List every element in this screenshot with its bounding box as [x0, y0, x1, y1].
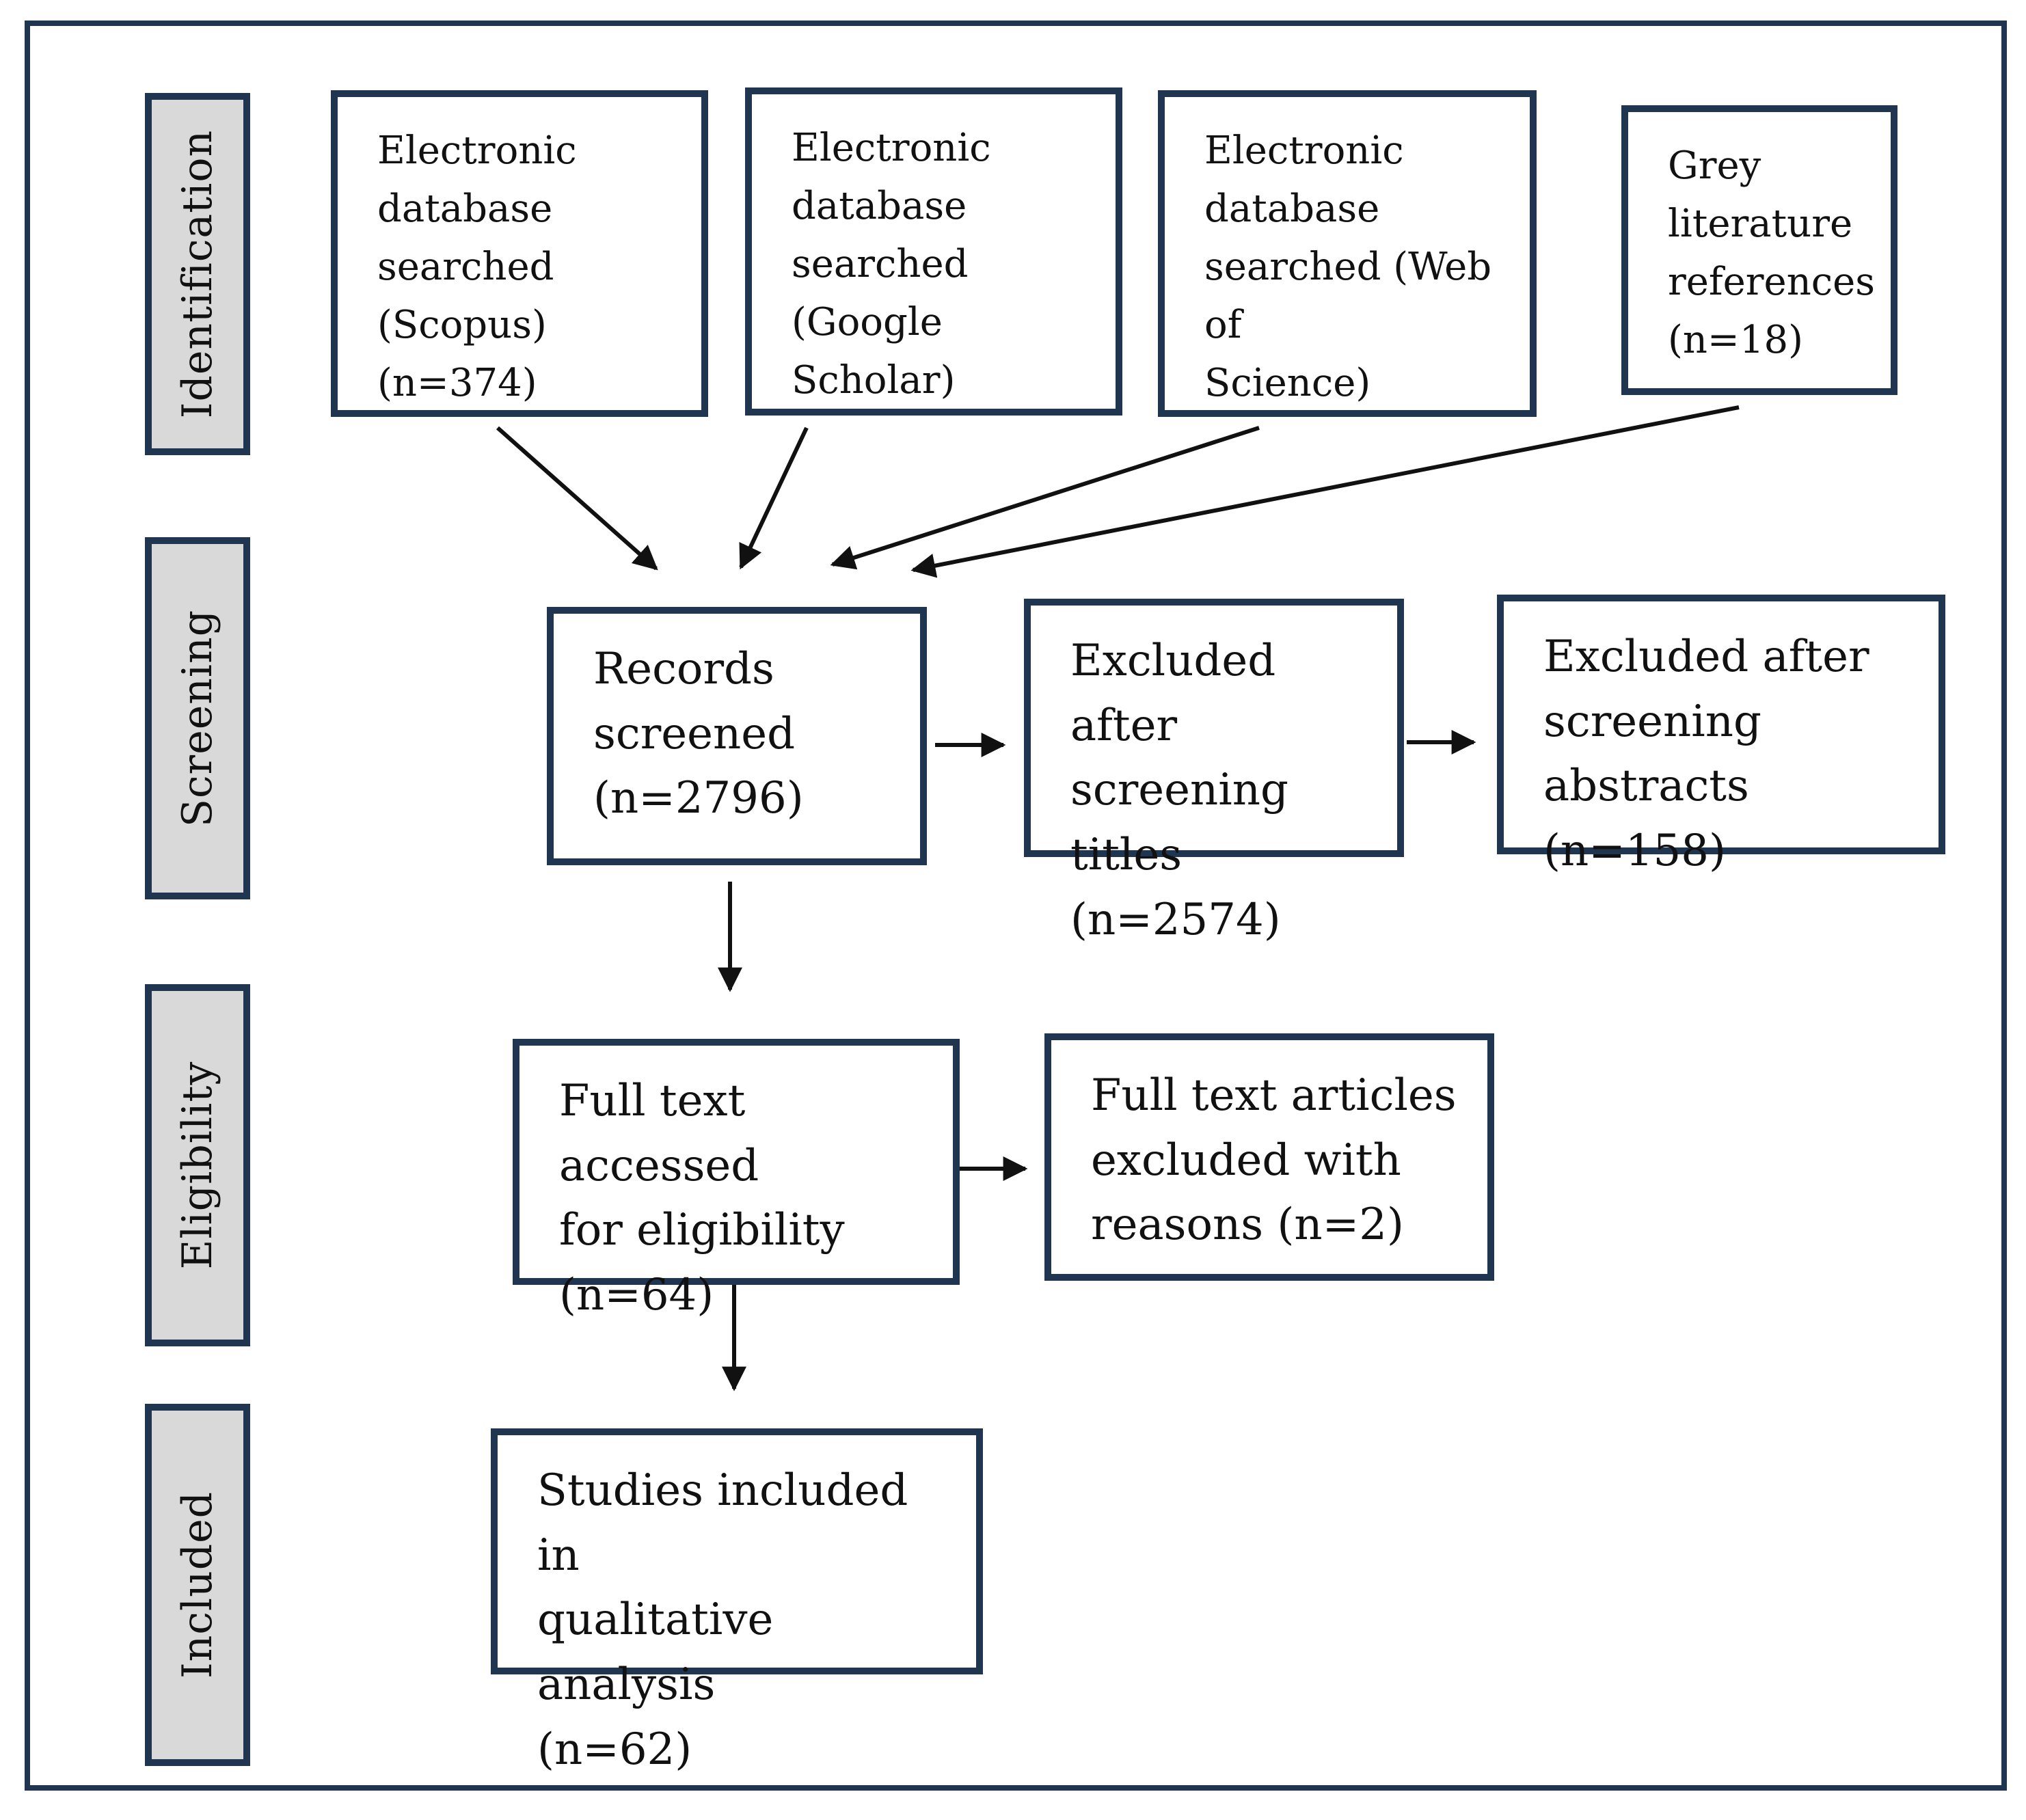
stage-screening: Screening — [145, 537, 250, 899]
scopus-search-box: Electronic database searched (Scopus) (n… — [331, 90, 708, 417]
arrow-grey-literature-to-records — [910, 405, 1740, 578]
stage-eligibility: Eligibility — [145, 984, 250, 1346]
web-of-science-search-box: Electronic database searched (Web of Sci… — [1158, 90, 1537, 417]
full-text-accessed-box: Full text accessed for eligibility (n=64… — [513, 1039, 960, 1320]
grey-literature-box: Grey literature references (n=18) — [1621, 105, 1897, 395]
stage-identification: Identification — [145, 93, 250, 455]
arrow-web-of-science-to-records — [830, 426, 1260, 570]
records-screened-box: Records screened (n=2796) — [547, 607, 927, 865]
excluded-titles-box: Excluded after screening titles (n=2574) — [1024, 599, 1404, 945]
arrow-scopus-to-records — [496, 426, 658, 571]
google-scholar-search-box: Electronic database searched (Google Sch… — [745, 87, 1122, 416]
excluded-abstracts-box: Excluded after screening abstracts (n=15… — [1497, 595, 1945, 876]
arrow-google-scholar-to-records — [739, 426, 809, 570]
diagram-frame — [25, 21, 2007, 1791]
full-text-excluded-box: Full text articles excluded with reasons… — [1044, 1033, 1494, 1281]
studies-included-box: Studies included in qualitative analysis… — [491, 1428, 983, 1775]
stage-included: Included — [145, 1404, 250, 1766]
